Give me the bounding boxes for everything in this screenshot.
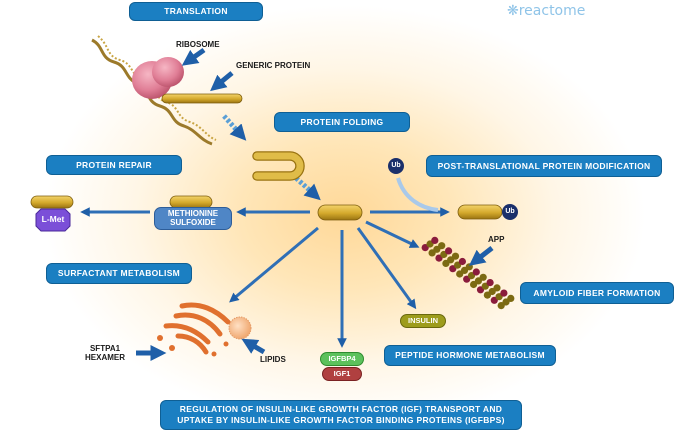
lamellar-vesicles-icon	[157, 335, 229, 357]
app-pointer-arrow	[468, 246, 494, 266]
amyloid-bead	[445, 247, 453, 255]
insulin-tag: INSULIN	[400, 314, 446, 328]
ubiquitin-label: Ub	[391, 162, 401, 170]
translation-to-folding-arrow	[222, 114, 247, 141]
amyloid-bead	[458, 257, 466, 266]
ribosome-icon	[152, 57, 184, 87]
lipids-icon	[228, 316, 252, 340]
ribosome-label: RIBOSOME	[176, 40, 220, 49]
igf-regulation-line-1: REGULATION OF INSULIN-LIKE GROWTH FACTOR…	[179, 404, 503, 415]
ubiquitin-icon	[502, 204, 518, 220]
methionine-sulfoxide-line-1: METHIONINE	[167, 208, 219, 218]
methionine-sulfoxide-line-2: SULFOXIDE	[170, 217, 216, 227]
amyloid-bead	[479, 273, 487, 281]
sftpa1-hexamer-label: SFTPA1 HEXAMER	[85, 344, 125, 362]
ubiquitin-attached-label: Ub	[505, 208, 515, 216]
ubiquitin-attach-curve	[396, 177, 439, 212]
reactome-logo-icon: ❋	[507, 3, 519, 19]
sftpa1-label-line-2: HEXAMER	[85, 353, 126, 363]
pathway-amyloid-fiber-formation-button[interactable]: AMYLOID FIBER FORMATION	[520, 282, 674, 304]
amyloid-bead	[472, 268, 480, 276]
generic-protein-icon	[161, 93, 243, 104]
methionine-sulfoxide-box: METHIONINE SULFOXIDE	[154, 207, 232, 230]
amyloid-fiber-icon	[421, 236, 515, 310]
ribosome-pointer-arrow	[181, 47, 206, 66]
repaired-protein-icon	[30, 195, 74, 209]
igf-regulation-line-2: UPTAKE BY INSULIN-LIKE GROWTH FACTOR BIN…	[177, 415, 505, 425]
folding-to-hub-arrow	[294, 176, 321, 201]
hub-protein-icon	[317, 204, 363, 221]
pathway-post-translational-modification-button[interactable]: POST-TRANSLATIONAL PROTEIN MODIFICATION	[426, 155, 662, 177]
folding-protein-icon	[253, 152, 304, 180]
reactome-logo: ❋reactome	[507, 3, 585, 19]
pathway-surfactant-metabolism-button[interactable]: SURFACTANT METABOLISM	[46, 263, 192, 284]
amyloid-bead	[465, 263, 473, 271]
generic-protein-label: GENERIC PROTEIN	[236, 61, 311, 70]
sftpa1-label-line-1: SFTPA1	[89, 344, 121, 353]
lipids-pointer-arrow	[241, 338, 266, 355]
arrow-to-amyloid	[365, 220, 420, 248]
amyloid-bead	[431, 236, 439, 244]
arrow-to-surfactant	[229, 226, 319, 303]
pathway-protein-repair-button[interactable]: PROTEIN REPAIR	[46, 155, 182, 175]
amyloid-bead	[451, 252, 460, 260]
amyloid-bead	[493, 284, 501, 292]
igf1-tag: IGF1	[322, 367, 362, 381]
arrow-to-insulin	[356, 227, 417, 310]
app-label: APP	[488, 235, 505, 244]
l-met-label: L-Met	[41, 214, 65, 225]
pathway-peptide-hormone-metabolism-button[interactable]: PEPTIDE HORMONE METABOLISM	[384, 345, 556, 366]
amyloid-bead	[486, 279, 494, 287]
amyloid-bead	[507, 294, 515, 302]
amyloid-bead	[500, 289, 508, 297]
pathway-igf-regulation-button[interactable]: REGULATION OF INSULIN-LIKE GROWTH FACTOR…	[160, 400, 522, 430]
pathway-protein-folding-button[interactable]: PROTEIN FOLDING	[274, 112, 410, 132]
lipids-label: LIPIDS	[260, 355, 286, 364]
reactome-logo-text: reactome	[518, 3, 586, 19]
l-met-icon	[35, 208, 71, 232]
ubiquitinated-protein-icon	[457, 204, 503, 220]
lamellar-body-icon	[163, 302, 231, 355]
ubiquitin-icon	[388, 158, 404, 174]
amyloid-bead	[438, 242, 446, 250]
generic-protein-pointer-arrow	[210, 71, 234, 92]
pathway-translation-button[interactable]: TRANSLATION	[129, 2, 263, 21]
igfbp4-tag: IGFBP4	[320, 352, 364, 366]
